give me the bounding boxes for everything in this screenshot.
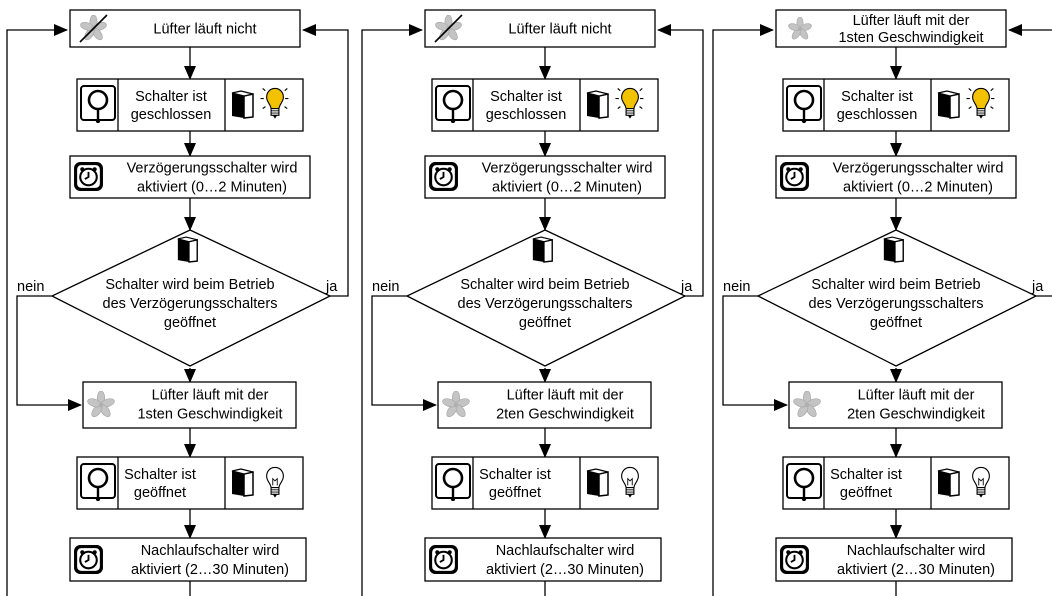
no-branch-line — [16, 295, 82, 411]
switch-device-icon — [434, 84, 472, 123]
start-state-label: Lüfter läuft nicht — [153, 22, 256, 38]
overrun-switch-box — [424, 537, 662, 582]
wall-switch-icon — [231, 468, 254, 497]
feed-in-line — [712, 24, 774, 596]
delay-switch-box — [69, 155, 311, 199]
no-branch-line — [722, 295, 788, 411]
yes-label: ja — [325, 279, 338, 295]
no-branch-line — [371, 295, 437, 411]
fan-off-slash — [79, 14, 108, 43]
start-state-box — [775, 9, 1007, 48]
start-state-box — [424, 9, 656, 48]
wall-switch-icon — [177, 236, 198, 263]
timer-icon — [779, 544, 810, 575]
yes-label: ja — [1031, 279, 1044, 295]
fan-speed-box — [788, 381, 1003, 429]
wall-switch-icon — [937, 90, 960, 119]
switch-device-icon — [79, 84, 117, 123]
timer-icon — [428, 544, 459, 575]
yes-branch-line — [657, 24, 704, 297]
decision-diamond — [405, 229, 687, 367]
no-label: nein — [723, 279, 750, 295]
switch-device-icon — [79, 462, 117, 501]
timer-icon — [428, 161, 459, 192]
yes-branch-line — [1008, 24, 1052, 297]
feed-in-line — [361, 24, 423, 596]
no-label: nein — [17, 279, 44, 295]
wall-switch-icon — [883, 236, 904, 263]
yes-label: ja — [680, 279, 693, 295]
wall-switch-icon — [231, 90, 254, 119]
overrun-switch-box — [775, 537, 1013, 582]
decision-diamond — [756, 229, 1038, 367]
fan-speed-box — [82, 381, 297, 429]
feed-in-line — [6, 24, 68, 596]
yes-branch-line — [302, 24, 349, 297]
switch-device-icon — [434, 462, 472, 501]
fan-speed-box — [437, 381, 652, 429]
timer-icon — [73, 161, 104, 192]
delay-switch-box — [424, 155, 666, 199]
wall-switch-icon — [937, 468, 960, 497]
start-state-label: Lüfter läuft nicht — [508, 22, 611, 38]
timer-icon — [73, 544, 104, 575]
start-state-box — [69, 9, 301, 48]
wall-switch-icon — [586, 468, 609, 497]
fan-off-slash — [434, 14, 463, 43]
overrun-switch-box — [69, 537, 307, 582]
decision-diamond — [50, 229, 332, 367]
delay-switch-box — [775, 155, 1017, 199]
wall-switch-icon — [532, 236, 553, 263]
wall-switch-icon — [586, 90, 609, 119]
no-label: nein — [372, 279, 399, 295]
switch-device-icon — [785, 84, 823, 123]
switch-device-icon — [785, 462, 823, 501]
timer-icon — [779, 161, 810, 192]
